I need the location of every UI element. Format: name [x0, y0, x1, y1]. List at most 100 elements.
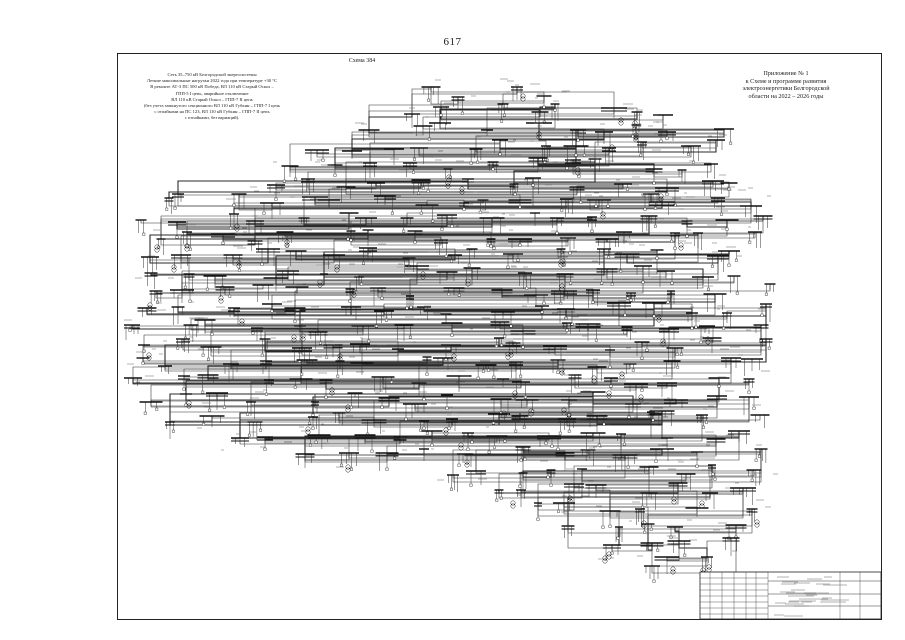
switch-symbol — [333, 173, 337, 177]
switch-symbol — [720, 212, 723, 216]
switch-symbol — [652, 181, 656, 185]
transformer-winding — [656, 317, 662, 323]
switch-symbol — [260, 262, 264, 266]
switch-symbol — [282, 179, 286, 183]
switch-symbol — [557, 509, 560, 513]
switch-symbol — [427, 98, 431, 102]
switch-symbol — [489, 244, 493, 248]
line-segment — [150, 402, 316, 407]
notes-line: В ремонте АТ-3 ПС 500 кВ Победа, ВЛ 110 … — [150, 84, 274, 90]
switch-symbol — [205, 287, 209, 291]
transformer-winding — [345, 404, 351, 410]
switch-symbol — [727, 187, 731, 191]
transformer-winding — [641, 523, 647, 529]
transformer-winding — [510, 500, 516, 506]
switch-symbol — [173, 206, 177, 210]
title-block-stamp — [699, 571, 882, 620]
switch-symbol — [370, 449, 374, 453]
switch-symbol — [608, 524, 612, 528]
switch-symbol — [380, 405, 384, 409]
scheme-notes: Сеть 35–750 кВ Белгородской энергосистем… — [126, 72, 298, 122]
transformer-winding — [633, 137, 639, 143]
switch-symbol — [450, 333, 454, 337]
transformer-winding — [334, 267, 340, 273]
line-segment — [300, 361, 673, 379]
transformer-winding — [501, 413, 507, 419]
transformer-winding — [566, 415, 572, 421]
transformer-winding — [705, 336, 711, 342]
switch-symbol — [503, 334, 507, 338]
switch-symbol — [412, 170, 415, 174]
transformer-winding — [754, 519, 760, 525]
switch-symbol — [676, 365, 680, 369]
line-segment — [250, 378, 612, 402]
transformer-winding — [559, 370, 565, 376]
switch-symbol — [562, 263, 566, 267]
switch-symbol — [228, 294, 232, 298]
switch-symbol — [654, 206, 657, 210]
transformer-winding — [234, 226, 240, 232]
switch-symbol — [478, 210, 482, 214]
switch-symbol — [498, 152, 502, 156]
switch-symbol — [645, 348, 649, 352]
switch-symbol — [679, 352, 683, 356]
transformer-symbols — [146, 93, 760, 576]
switch-symbol — [404, 417, 408, 421]
switch-symbol — [503, 439, 507, 443]
transformer-winding — [146, 355, 152, 361]
line-segment — [181, 276, 735, 290]
node-label-marks — [124, 78, 778, 560]
line-segment — [486, 107, 614, 130]
transformer-winding — [559, 286, 565, 292]
switch-symbol — [550, 444, 554, 448]
line-segment — [254, 213, 350, 221]
transformer-winding — [638, 394, 644, 400]
switch-symbol — [183, 285, 187, 289]
transformer-winding — [656, 314, 662, 320]
switch-symbol — [597, 443, 601, 447]
transformer-winding — [705, 339, 711, 345]
switch-symbol — [469, 483, 473, 487]
switch-symbol — [232, 203, 236, 207]
transformer-winding — [512, 390, 518, 396]
transformer-winding — [146, 352, 152, 358]
page-number: 617 — [443, 36, 462, 48]
switch-symbol — [702, 425, 705, 429]
switch-symbol — [640, 388, 644, 392]
switch-symbol — [750, 478, 754, 482]
transformer-winding — [678, 242, 684, 248]
notes-line: ВЛ 110 кВ Старый Оскол – ГПП-7 II цепь — [171, 96, 253, 102]
switch-symbol — [607, 255, 611, 259]
switch-symbol — [608, 365, 612, 369]
switch-symbol — [311, 413, 315, 417]
line-segment — [149, 249, 269, 264]
switch-symbol — [722, 326, 726, 330]
switch-symbol — [466, 447, 470, 451]
transformer-winding — [561, 407, 567, 413]
switch-symbol — [246, 412, 250, 416]
transformer-winding — [284, 242, 290, 248]
switch-symbol — [627, 415, 631, 419]
switch-symbol — [367, 339, 371, 343]
line-segment — [164, 361, 267, 366]
switch-symbol — [655, 256, 659, 260]
switch-symbol — [274, 197, 278, 201]
line-segment — [181, 248, 369, 256]
switch-symbol — [450, 224, 454, 228]
switch-symbol — [734, 258, 738, 262]
transformer-winding — [186, 403, 192, 409]
transformer-winding — [619, 371, 625, 377]
line-segment — [563, 503, 649, 524]
transformer-winding — [147, 302, 153, 308]
transformer-winding — [512, 393, 518, 399]
transformer-winding — [561, 410, 567, 416]
line-segment — [652, 557, 708, 567]
switch-symbol — [523, 457, 527, 461]
transformer-winding — [606, 551, 612, 557]
switch-symbol — [182, 387, 186, 391]
transformer-winding — [291, 337, 297, 343]
line-segment — [431, 431, 550, 436]
switch-symbol — [654, 459, 658, 463]
switch-symbol — [643, 530, 647, 534]
line-segment — [563, 503, 698, 515]
